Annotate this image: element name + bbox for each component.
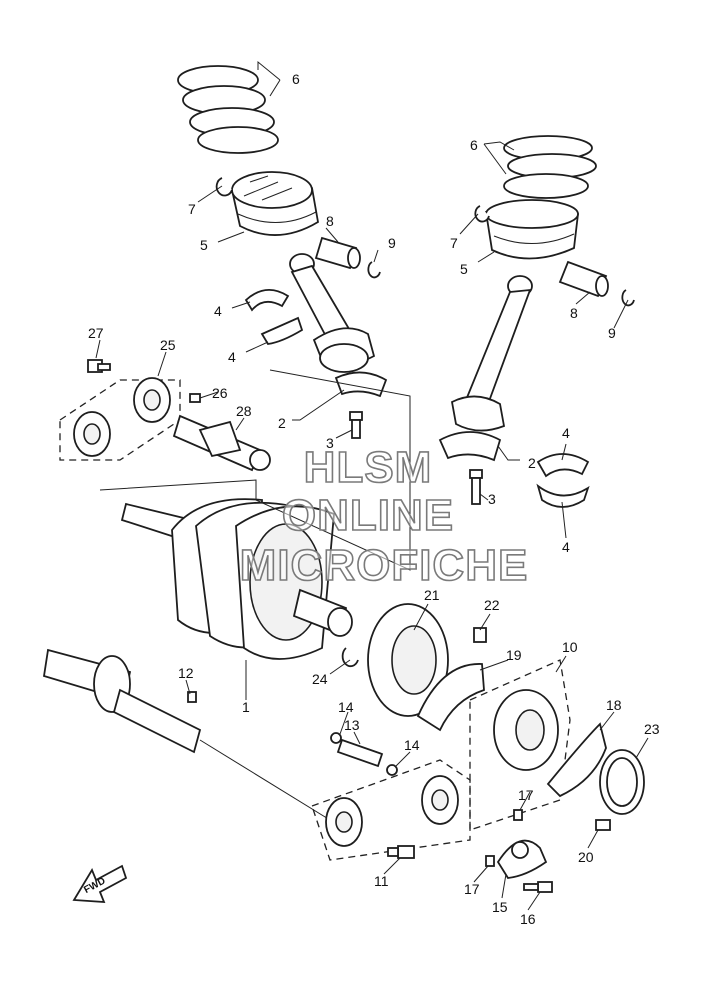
gear-lower-left[interactable] (325, 797, 363, 847)
callout-4-upper: 4 (214, 303, 222, 319)
callout-27: 27 (88, 325, 104, 341)
gasket-23[interactable] (599, 749, 645, 815)
bolt-20[interactable] (595, 819, 611, 831)
watermark-line-3: MICROFICHE (240, 541, 529, 590)
callout-2-right: 2 (528, 455, 536, 471)
bolt-11[interactable] (387, 845, 415, 859)
callout-20: 20 (578, 849, 594, 865)
callout-3-left: 3 (326, 435, 334, 451)
callout-14-lower: 14 (404, 737, 420, 753)
balancer-shaft[interactable] (42, 648, 202, 754)
callout-7-left: 7 (188, 201, 196, 217)
piston-left[interactable] (230, 171, 319, 236)
callout-14-upper: 14 (338, 699, 354, 715)
connecting-rod-cap-left[interactable] (334, 371, 388, 398)
gear-25[interactable] (133, 377, 171, 423)
callout-1: 1 (242, 699, 250, 715)
callout-8-left: 8 (326, 213, 334, 229)
callout-17-lower: 17 (464, 881, 480, 897)
piston-pin-left[interactable] (314, 236, 361, 270)
connecting-rod-cap-right[interactable] (438, 431, 502, 462)
callout-8-right: 8 (570, 305, 578, 321)
callout-6-right: 6 (470, 137, 478, 153)
rotor-21[interactable] (367, 603, 449, 717)
callout-17-upper: 17 (518, 787, 534, 803)
rod-bolt-right[interactable] (469, 469, 483, 505)
callout-4-lower: 4 (228, 349, 236, 365)
bearing-upper-left[interactable] (244, 289, 290, 312)
bolt-27[interactable] (87, 359, 111, 373)
watermark: HLSM ONLINE MICROFICHE (239, 442, 529, 591)
rod-bolt-left[interactable] (349, 411, 363, 439)
cover-19[interactable] (416, 663, 485, 732)
leader-lines (95, 60, 649, 911)
gear-set-box-lower (311, 759, 471, 861)
callout-24: 24 (312, 671, 328, 687)
piston-right[interactable] (484, 199, 579, 260)
dowel-17a[interactable] (513, 809, 523, 821)
piston-rings-right[interactable] (503, 135, 597, 199)
callout-25: 25 (160, 337, 176, 353)
connecting-rod-right[interactable] (450, 275, 533, 432)
assembly-line-balancer (199, 739, 331, 821)
callout-13: 13 (344, 717, 360, 733)
callout-21: 21 (424, 587, 440, 603)
piston-clip-right-2[interactable] (621, 289, 635, 307)
piston-pin-right[interactable] (558, 260, 609, 298)
callout-28: 28 (236, 403, 252, 419)
callout-6-left: 6 (292, 71, 300, 87)
callout-11: 11 (374, 873, 389, 889)
bearing-upper-right[interactable] (536, 453, 590, 478)
callout-15: 15 (492, 899, 508, 915)
watermark-line-2: ONLINE (282, 491, 454, 540)
callout-5-right: 5 (460, 261, 468, 277)
bolt-22[interactable] (473, 627, 487, 643)
callout-16: 16 (520, 911, 536, 927)
assembly-line-crank (99, 369, 411, 571)
callout-7-right: 7 (450, 235, 458, 251)
bearing-lower-right[interactable] (536, 483, 590, 508)
shaft-28[interactable] (172, 414, 271, 472)
callout-5-left: 5 (200, 237, 208, 253)
cover-18[interactable] (546, 722, 607, 798)
watermark-line-1: HLSM (304, 443, 433, 492)
key-12[interactable] (187, 691, 197, 703)
lever-15[interactable] (496, 839, 548, 879)
crankshaft-1[interactable] (120, 498, 353, 660)
piston-clip-left[interactable] (215, 177, 233, 197)
gear-10[interactable] (493, 689, 559, 771)
callout-18: 18 (606, 697, 622, 713)
callout-19: 19 (506, 647, 522, 663)
clip-24[interactable] (341, 647, 359, 668)
oring-14b[interactable] (386, 764, 398, 776)
piston-clip-left-2[interactable] (367, 261, 381, 279)
callout-12: 12 (178, 665, 194, 681)
callout-2-left: 2 (278, 415, 286, 431)
callout-22: 22 (484, 597, 500, 613)
key-26[interactable] (189, 393, 201, 403)
bearing-lower-left[interactable] (260, 316, 304, 345)
callout-10: 10 (562, 639, 578, 655)
callout-3-right: 3 (488, 491, 496, 507)
shaft-13[interactable] (336, 738, 384, 768)
connecting-rod-left[interactable] (289, 253, 376, 373)
callout-9-left: 9 (388, 235, 396, 251)
piston-clip-right[interactable] (474, 205, 490, 223)
forward-arrow-icon: FWD (72, 864, 128, 903)
gear-lower-right[interactable] (421, 775, 459, 825)
bolt-16[interactable] (523, 881, 553, 893)
oring-14a[interactable] (330, 732, 342, 744)
piston-rings-left[interactable] (177, 65, 279, 154)
dowel-17b[interactable] (485, 855, 495, 867)
callout-9-right: 9 (608, 325, 616, 341)
gear-25b[interactable] (73, 411, 111, 457)
callout-labels: 6 7 5 8 9 6 7 5 8 9 4 4 27 25 26 28 2 3 … (88, 71, 660, 927)
callout-23: 23 (644, 721, 660, 737)
callout-26: 26 (212, 385, 228, 401)
callout-4-right-upper: 4 (562, 425, 570, 441)
callout-4-right-lower: 4 (562, 539, 570, 555)
